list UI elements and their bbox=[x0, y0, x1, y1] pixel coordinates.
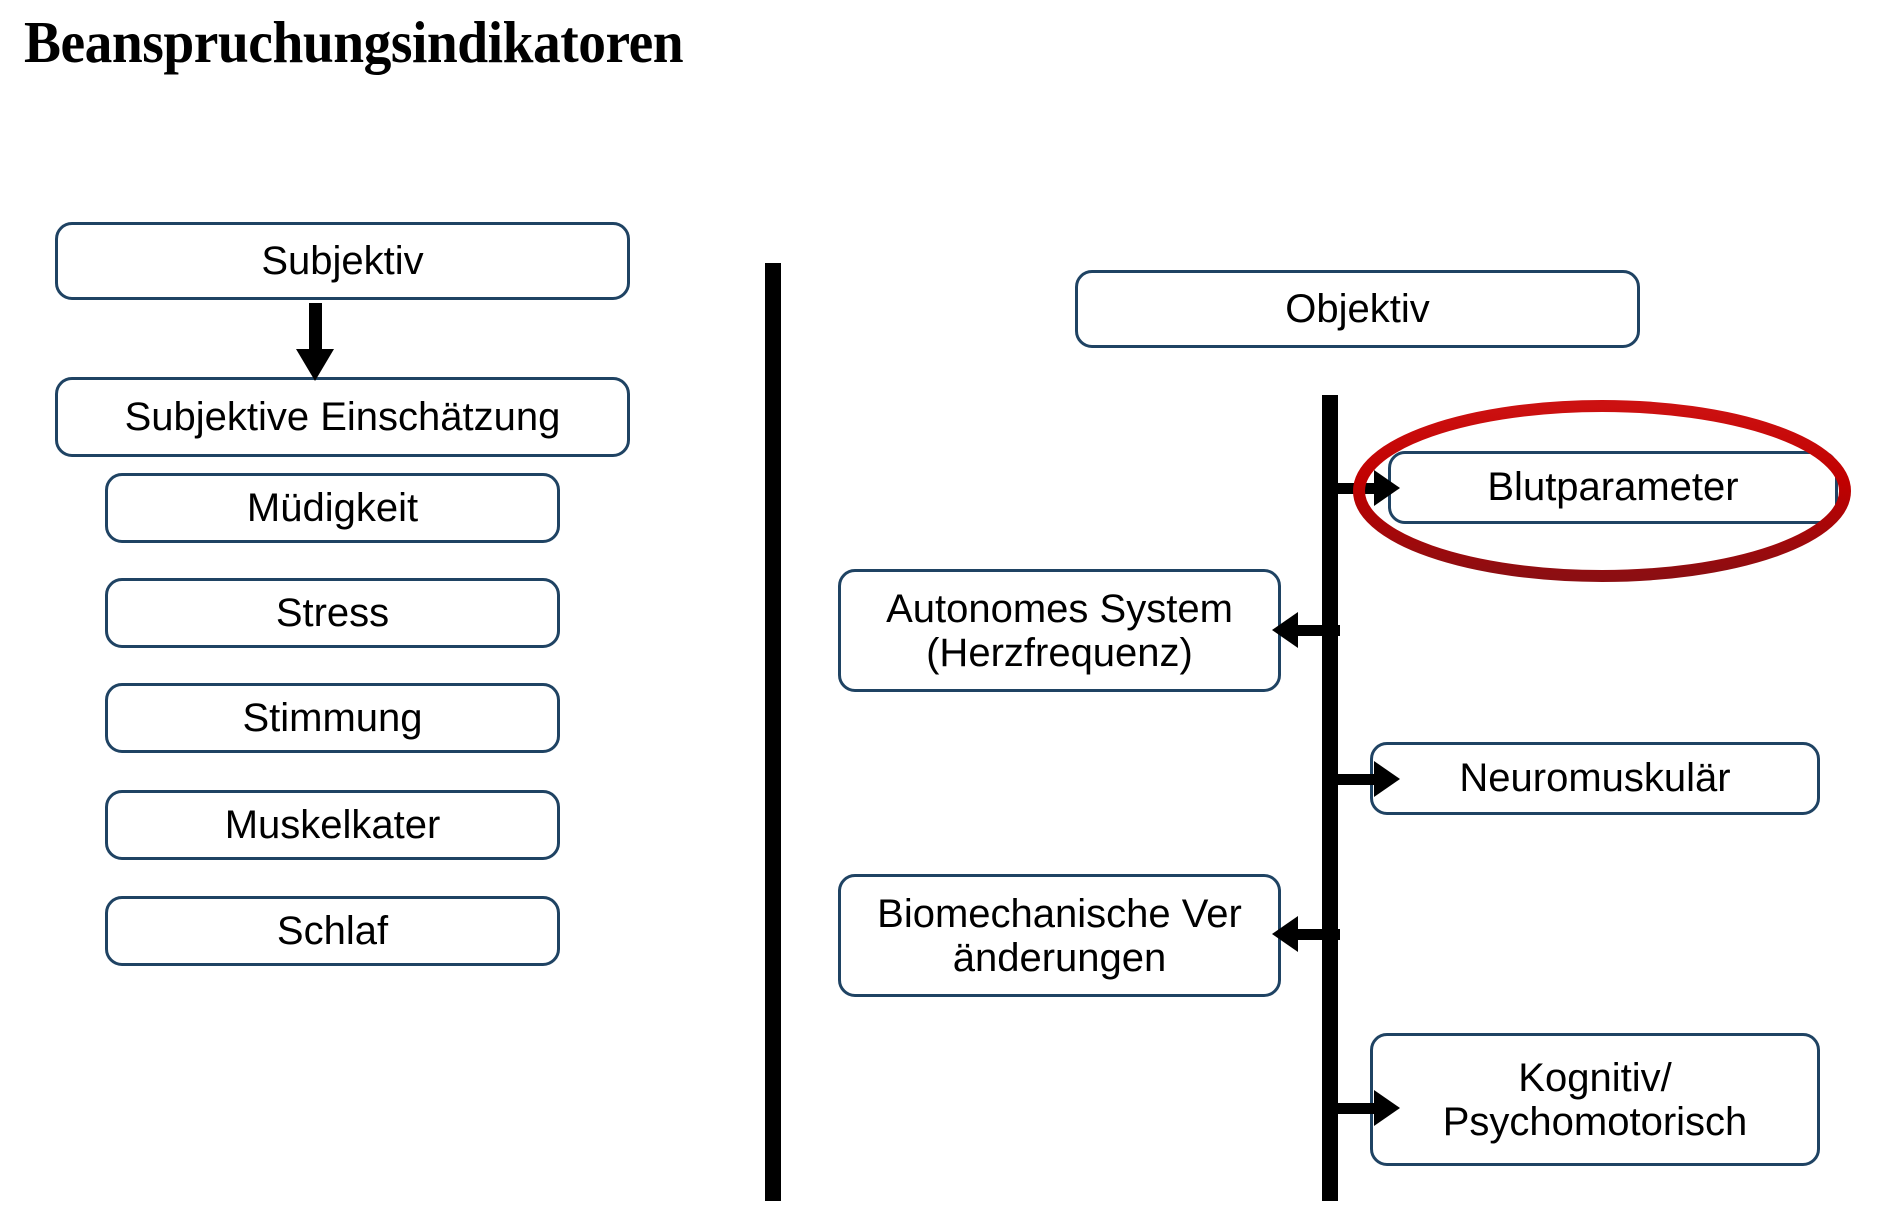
arrow-to-blutparameter bbox=[1330, 470, 1400, 506]
arrow-to-biomechanische-veraenderungen bbox=[1272, 916, 1340, 952]
node-neuromuskulaer[interactable]: Neuromuskulär bbox=[1370, 742, 1820, 815]
node-stress[interactable]: Stress bbox=[105, 578, 560, 648]
node-label-line1: Kognitiv/ bbox=[1518, 1055, 1672, 1100]
arrow-to-neuromuskulaer bbox=[1330, 761, 1400, 797]
node-label-line2: änderungen bbox=[952, 935, 1167, 980]
node-label: Schlaf bbox=[276, 908, 389, 953]
node-label: Stimmung bbox=[242, 695, 423, 740]
page-title: Beanspruchungsindikatoren bbox=[24, 9, 684, 75]
arrow-to-kognitiv-psychomotorisch bbox=[1330, 1090, 1400, 1126]
node-label: Subjektiv bbox=[261, 238, 424, 283]
node-label-line2: Psychomotorisch bbox=[1442, 1099, 1748, 1144]
node-label-line1: Biomechanische Ver bbox=[877, 891, 1242, 936]
node-subjektive-einschaetzung[interactable]: Subjektive Einschätzung bbox=[55, 377, 630, 457]
node-label: Subjektive Einschätzung bbox=[124, 394, 561, 439]
node-label: Stress bbox=[275, 590, 390, 635]
node-schlaf[interactable]: Schlaf bbox=[105, 896, 560, 966]
node-objektiv[interactable]: Objektiv bbox=[1075, 270, 1640, 348]
divider-bar-right bbox=[1322, 395, 1338, 1201]
node-subjektiv[interactable]: Subjektiv bbox=[55, 222, 630, 300]
node-label: Müdigkeit bbox=[246, 485, 419, 530]
arrow-to-autonomes-system bbox=[1272, 612, 1340, 648]
node-label: Neuromuskulär bbox=[1459, 756, 1731, 801]
node-kognitiv-psychomotorisch[interactable]: Kognitiv/ Psychomotorisch bbox=[1370, 1033, 1820, 1166]
node-label: Muskelkater bbox=[224, 802, 441, 847]
node-blutparameter[interactable]: Blutparameter bbox=[1388, 451, 1838, 524]
node-label: Objektiv bbox=[1285, 286, 1430, 331]
node-label: Blutparameter bbox=[1487, 465, 1739, 510]
node-autonomes-system[interactable]: Autonomes System (Herzfrequenz) bbox=[838, 569, 1281, 692]
node-muedigkeit[interactable]: Müdigkeit bbox=[105, 473, 560, 543]
node-stimmung[interactable]: Stimmung bbox=[105, 683, 560, 753]
node-muskelkater[interactable]: Muskelkater bbox=[105, 790, 560, 860]
node-biomechanische-veraenderungen[interactable]: Biomechanische Ver änderungen bbox=[838, 874, 1281, 997]
arrow-subjektiv-to-einschaetzung bbox=[295, 303, 335, 381]
node-label-line2: (Herzfrequenz) bbox=[926, 630, 1193, 675]
node-label-line1: Autonomes System bbox=[886, 586, 1233, 631]
divider-bar-left bbox=[765, 263, 781, 1201]
